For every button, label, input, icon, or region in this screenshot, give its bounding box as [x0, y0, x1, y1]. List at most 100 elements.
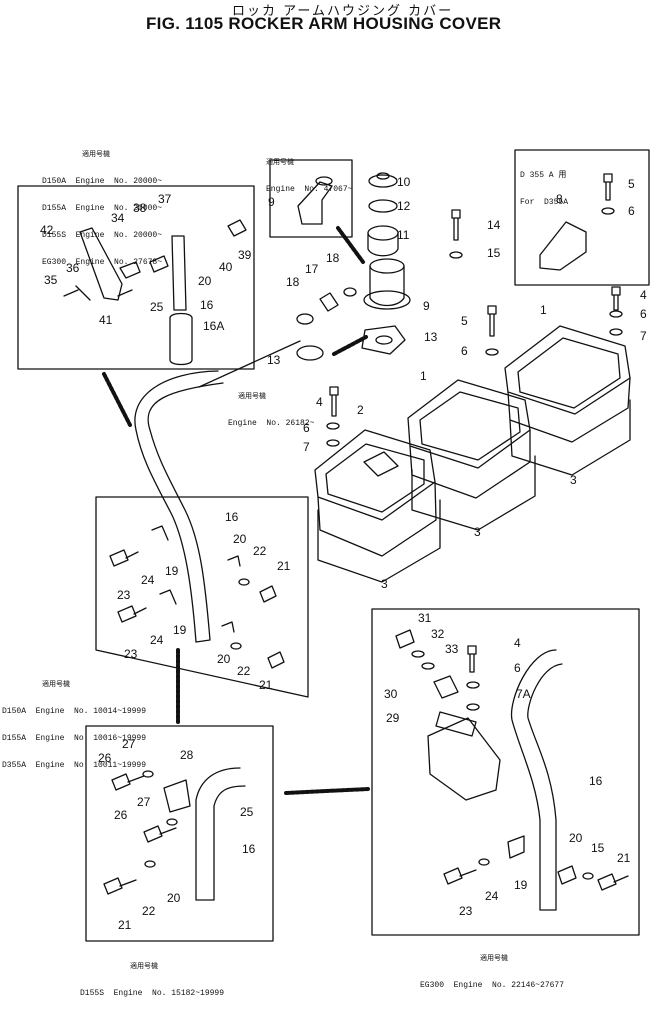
callout-part-27: 27 — [122, 737, 136, 751]
callout-part-21: 21 — [259, 678, 273, 692]
cap-10 — [368, 174, 398, 188]
note-bottom-right-heading: 適用号機 — [480, 954, 508, 962]
callout-part-38: 38 — [133, 201, 147, 215]
connector-coil-1 — [102, 372, 132, 427]
note-d355a: D 355 A 用 For D355A — [520, 153, 568, 216]
callout-part-6: 6 — [461, 344, 468, 358]
note-top-left-heading: 適用号機 — [82, 150, 110, 158]
callout-part-9: 9 — [423, 299, 430, 313]
callout-part-6: 6 — [303, 421, 310, 435]
callout-part-41: 41 — [99, 313, 113, 327]
callout-part-36: 36 — [66, 261, 80, 275]
callout-part-12: 12 — [397, 199, 411, 213]
note-line: D150A Engine No. 20000~ — [42, 177, 163, 186]
callout-labels: 1012119141591313181718568467156146723334… — [40, 175, 647, 932]
plate-29 — [427, 717, 501, 801]
callout-part-6: 6 — [628, 204, 635, 218]
callout-part-25: 25 — [150, 300, 164, 314]
elbow-pipe — [297, 181, 333, 225]
bracket-42 — [79, 227, 123, 301]
note-line: D355A Engine No. 10011~19999 — [2, 761, 147, 770]
callout-part-4: 4 — [640, 288, 647, 302]
callout-part-42: 42 — [40, 223, 54, 237]
callout-part-9: 9 — [268, 195, 275, 209]
callout-part-32: 32 — [431, 627, 445, 641]
callout-part-37: 37 — [158, 192, 172, 206]
note-bottom-left-heading: 適用号機 — [130, 962, 158, 970]
cover-3-breather-port — [363, 451, 399, 477]
pipe-16-tl — [171, 235, 187, 311]
callout-part-20: 20 — [167, 891, 181, 905]
callout-part-4: 4 — [514, 636, 521, 650]
hose-16-bl — [195, 767, 246, 901]
connector-coil-2 — [336, 226, 365, 264]
callout-part-31: 31 — [418, 611, 432, 625]
callout-part-7: 7 — [303, 440, 310, 454]
callout-part-16: 16 — [200, 298, 214, 312]
callout-part-14: 14 — [487, 218, 501, 232]
callout-part-25: 25 — [240, 805, 254, 819]
callout-part-5: 5 — [461, 314, 468, 328]
breather-element-11 — [367, 232, 399, 257]
group-box-top-mid — [269, 159, 353, 238]
callout-part-13: 13 — [424, 330, 438, 344]
note-line: Engine No. 26182~ — [228, 419, 315, 428]
note-line: EG300 Engine No. 27678~ — [42, 258, 163, 267]
callout-part-3: 3 — [474, 525, 481, 539]
note-lower-left-heading: 適用号機 — [42, 680, 70, 688]
callout-part-33: 33 — [445, 642, 459, 656]
gasket-12 — [368, 199, 398, 213]
callout-part-24: 24 — [485, 889, 499, 903]
callout-part-26: 26 — [98, 751, 112, 765]
callout-part-26: 26 — [114, 808, 128, 822]
note-line: Engine No. 47067~ — [266, 185, 353, 194]
callout-part-4: 4 — [316, 395, 323, 409]
callout-part-16A: 16A — [203, 319, 224, 333]
o-ring-13 — [296, 345, 324, 361]
note-line: D155S Engine No. 20000~ — [42, 231, 163, 240]
callout-part-20: 20 — [569, 831, 583, 845]
callout-part-18: 18 — [326, 251, 340, 265]
group-box-top-left — [17, 185, 255, 370]
title-japanese: ロッカ アームハウジング カバー — [232, 4, 454, 19]
note-mid-left-heading: 適用号機 — [238, 392, 266, 400]
callout-part-21: 21 — [118, 918, 132, 932]
callout-part-27: 27 — [137, 795, 151, 809]
housing-lower-1 — [509, 399, 631, 476]
callout-part-16: 16 — [225, 510, 239, 524]
note-line: D 355 A 用 — [520, 171, 567, 180]
note-line: D155A Engine No. 10016~19999 — [2, 734, 147, 743]
note-line: D155S Engine No. 15182~19999 — [80, 989, 225, 998]
group-box-bottom-right — [371, 608, 640, 936]
callout-part-39: 39 — [238, 248, 252, 262]
connector-line-mid — [198, 340, 301, 388]
callout-part-8: 8 — [556, 192, 563, 206]
callout-part-7: 7 — [640, 329, 647, 343]
callout-part-19: 19 — [165, 564, 179, 578]
group-box-lower-left — [95, 496, 309, 698]
callout-part-17: 17 — [305, 262, 319, 276]
callout-part-19: 19 — [514, 878, 528, 892]
callout-part-28: 28 — [180, 748, 194, 762]
callout-part-23: 23 — [459, 904, 473, 918]
callout-part-20: 20 — [217, 652, 231, 666]
connector-coil-5 — [284, 787, 370, 795]
bracket-8 — [539, 221, 587, 271]
callout-part-16: 16 — [242, 842, 256, 856]
callout-part-3: 3 — [570, 473, 577, 487]
callout-part-20: 20 — [198, 274, 212, 288]
breather-hose-main — [134, 370, 224, 643]
hose-16a — [169, 312, 193, 366]
breather-body-9 — [369, 265, 405, 307]
callout-part-20: 20 — [233, 532, 247, 546]
callout-part-40: 40 — [219, 260, 233, 274]
note-line: EG300 Engine No. 22146~27677 — [420, 981, 565, 990]
note-line: D150A Engine No. 10014~19999 — [2, 707, 147, 716]
callout-part-15: 15 — [487, 246, 501, 260]
callout-part-22: 22 — [237, 664, 251, 678]
callout-part-19: 19 — [173, 623, 187, 637]
note-top-mid: 適用号機 Engine No. 47067~ — [266, 140, 352, 203]
callout-part-18: 18 — [286, 275, 300, 289]
note-lower-left: 適用号機 D150A Engine No. 10014~19999 D155A … — [2, 662, 146, 779]
callout-part-1: 1 — [420, 369, 427, 383]
